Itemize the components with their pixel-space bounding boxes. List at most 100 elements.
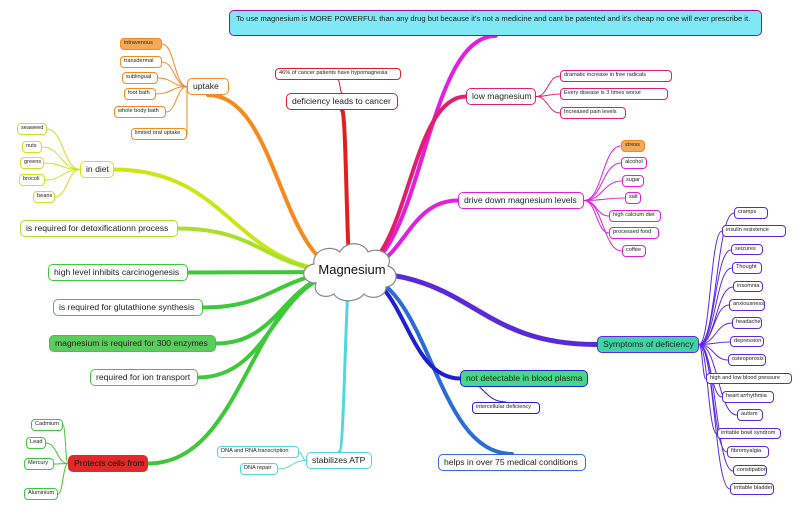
symptom-item: anxiousness (729, 299, 765, 311)
sub-connector (277, 460, 307, 470)
sub-connector (698, 322, 733, 345)
protects-node: Protects cells from (68, 455, 148, 472)
symptom-item: high and low blood pressure (706, 372, 792, 385)
sub-connector (698, 344, 718, 435)
symptom-item: irritable bowl syndrom (717, 427, 781, 440)
diet-item: beans (33, 191, 55, 203)
atp-item: DNA and RNA transcription (217, 446, 299, 458)
symptom-item: heart arrhythmia (722, 391, 774, 403)
sub-connector (44, 169, 81, 181)
drive-item: coffee (622, 245, 646, 257)
branch-connector (349, 270, 514, 456)
symptom-item: seizures (731, 243, 763, 256)
drive-item: stress (621, 140, 645, 152)
low-item: Every disease is 3 times worse (560, 88, 668, 100)
sub-connector (698, 304, 730, 345)
symptom-item: headache (732, 317, 762, 329)
symptom-item: insomnia (733, 280, 763, 293)
sub-connector (54, 169, 81, 198)
symptom-item: irritable bladder (730, 483, 774, 495)
cancer-node: deficiency leads to cancer (286, 93, 398, 110)
sub-connector (583, 162, 622, 201)
sub-connector (46, 128, 81, 170)
plasma-item: intercellular deficiency (472, 402, 540, 414)
atp-node: stabilizes ATP (306, 452, 372, 469)
enzymes-node: magnesium is required for 300 enzymes (49, 335, 216, 352)
atp-item: DNA repair (240, 463, 278, 475)
sub-connector (161, 61, 188, 87)
plasma-node: not detectable in blood plasma (460, 370, 588, 387)
glutathione-node: is required for glutathione synthesis (53, 299, 203, 316)
sub-connector (535, 75, 561, 97)
uptake-item: transdermal (120, 56, 162, 68)
low-item: Increased pain levels (560, 107, 626, 119)
sub-connector (165, 86, 188, 113)
sub-connector (698, 267, 733, 345)
drive-item: alcohol (621, 157, 647, 169)
drive-item: salt (625, 192, 641, 204)
symptom-item: depression (730, 335, 764, 348)
detox-node: is required for detoxificationn process (20, 220, 178, 237)
sub-connector (161, 43, 188, 87)
symptom-item: fibromyalgia (727, 446, 769, 458)
low-item: dramatic increase in free radicals (560, 70, 672, 82)
diet-node: in diet (80, 161, 114, 178)
sub-connector (698, 344, 734, 472)
symptom-item: cramps (734, 207, 768, 219)
sub-connector (62, 424, 69, 464)
carcinogenesis-node: high level inhibits carcinogenesis (48, 264, 188, 281)
sub-connector (583, 200, 610, 217)
symptoms-node: Symptoms of deficiency (597, 336, 699, 353)
sub-connector (698, 344, 707, 380)
uptake-item: limited oral uptake (131, 128, 187, 140)
cancer-note: 46% of cancer patients have hypomagnesia (275, 68, 401, 80)
center-cloud (303, 243, 397, 302)
sub-connector (155, 86, 188, 95)
diet-item: seaweed (17, 123, 47, 135)
symptom-item: Thought (732, 262, 762, 274)
symptom-item: constipation (733, 464, 767, 477)
sub-connector (583, 200, 610, 234)
diet-item: brocoli (19, 174, 45, 186)
sub-connector (583, 145, 622, 201)
symptom-item: osteoporosis (728, 354, 766, 366)
drive-down-node: drive down magnesium levels (458, 192, 584, 209)
sub-connector (698, 344, 731, 490)
sub-connector (698, 212, 735, 345)
branch-connector (206, 93, 353, 274)
drive-item: sugar (622, 175, 644, 187)
conditions-node: helps in over 75 medical conditions (438, 454, 586, 471)
top-banner: To use magnesium is MORE POWERFUL than a… (229, 10, 762, 36)
sub-connector (53, 463, 69, 465)
protects-item: Mercury (24, 458, 54, 470)
center-label: Magnesium (318, 262, 386, 277)
sub-connector (298, 451, 307, 461)
sub-connector (698, 230, 723, 345)
uptake-item: whole body bath (114, 106, 166, 118)
sub-connector (535, 96, 561, 114)
protects-item: Aluminium (24, 488, 58, 500)
uptake-item: foot bath (124, 88, 156, 100)
uptake-node: uptake (187, 78, 229, 95)
protects-item: Lead (26, 437, 46, 449)
drive-item: processed food (609, 227, 659, 239)
sub-connector (583, 197, 626, 201)
sub-connector (583, 200, 623, 252)
sub-connector (583, 180, 623, 201)
uptake-item: intravenous (120, 38, 162, 50)
sub-connector (698, 249, 732, 345)
branch-connector (349, 94, 468, 274)
ion-transport-node: required for ion transport (90, 369, 198, 386)
sub-connector (337, 79, 343, 94)
symptom-item: autism (737, 409, 763, 421)
sub-connector (45, 442, 69, 464)
protects-item: Cadmium (31, 419, 63, 431)
symptom-item: insulin resistence (722, 225, 786, 237)
drive-item: high calcium diet (609, 210, 661, 222)
diet-item: nuts (22, 141, 42, 153)
diet-item: greens (20, 157, 44, 169)
sub-connector (57, 463, 69, 495)
low-magnesium-node: low magnesium (466, 88, 536, 105)
uptake-item: sublingual (122, 72, 158, 84)
